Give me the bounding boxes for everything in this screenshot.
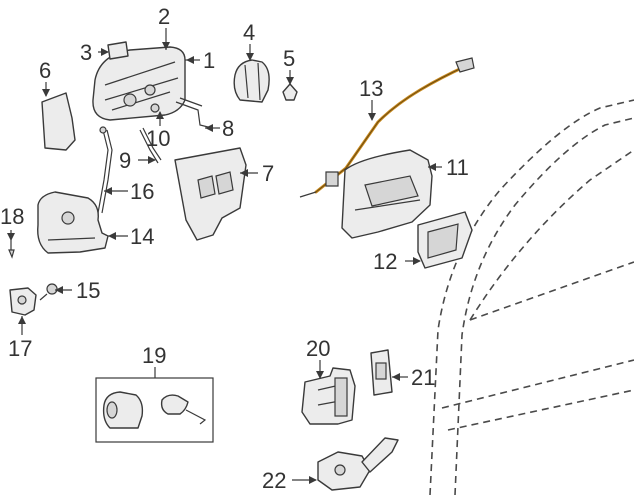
callout-21: 21 (411, 365, 435, 390)
callout-13: 13 (359, 76, 383, 101)
screw-bolt (39, 283, 58, 301)
callout-20: 20 (306, 336, 330, 361)
callout-6: 6 (39, 58, 51, 83)
callout-4: 4 (243, 20, 255, 45)
door-hinge (301, 367, 356, 425)
callout-12: 12 (373, 249, 397, 274)
callout-3: 3 (80, 40, 92, 65)
callout-11: 11 (446, 155, 469, 180)
callout-15: 15 (76, 278, 100, 303)
lock-cylinder-bracket (233, 59, 270, 103)
lock-bracket (41, 92, 76, 151)
inner-trim-module (174, 147, 247, 241)
callout-2: 2 (158, 4, 170, 29)
door-lock-actuator (37, 191, 109, 254)
rod-clip (175, 97, 213, 129)
latch-bracket (9, 287, 37, 316)
outer-handle (92, 46, 186, 121)
callout-19: 19 (142, 343, 166, 368)
callout-7: 7 (262, 161, 274, 186)
release-cable (299, 57, 475, 198)
callout-10: 10 (146, 126, 170, 151)
callout-14: 14 (130, 224, 154, 249)
door-outline (429, 99, 634, 495)
callout-1: 1 (203, 48, 215, 73)
lock-rod (139, 127, 162, 164)
actuator-rod (97, 126, 113, 214)
door-check-strap (317, 437, 399, 491)
callout-5: 5 (283, 46, 295, 71)
retainer-ring (150, 103, 160, 113)
striker-plate (370, 349, 393, 396)
callout-22: 22 (262, 468, 286, 493)
handle-cover-plate (107, 41, 129, 60)
callout-8: 8 (222, 116, 234, 141)
callout-16: 16 (130, 179, 154, 204)
inner-handle-bezel (417, 211, 473, 269)
cap (282, 83, 298, 101)
callout-9: 9 (119, 148, 131, 173)
callout-labels: 1 2 3 4 5 6 7 8 9 10 11 12 13 14 15 16 1… (0, 4, 469, 493)
inner-handle-housing (341, 149, 433, 239)
arrowheads (7, 42, 436, 484)
screw (8, 240, 15, 259)
callout-17: 17 (8, 336, 32, 361)
callout-18: 18 (0, 204, 24, 229)
lock-cylinder-key-set (95, 377, 214, 443)
